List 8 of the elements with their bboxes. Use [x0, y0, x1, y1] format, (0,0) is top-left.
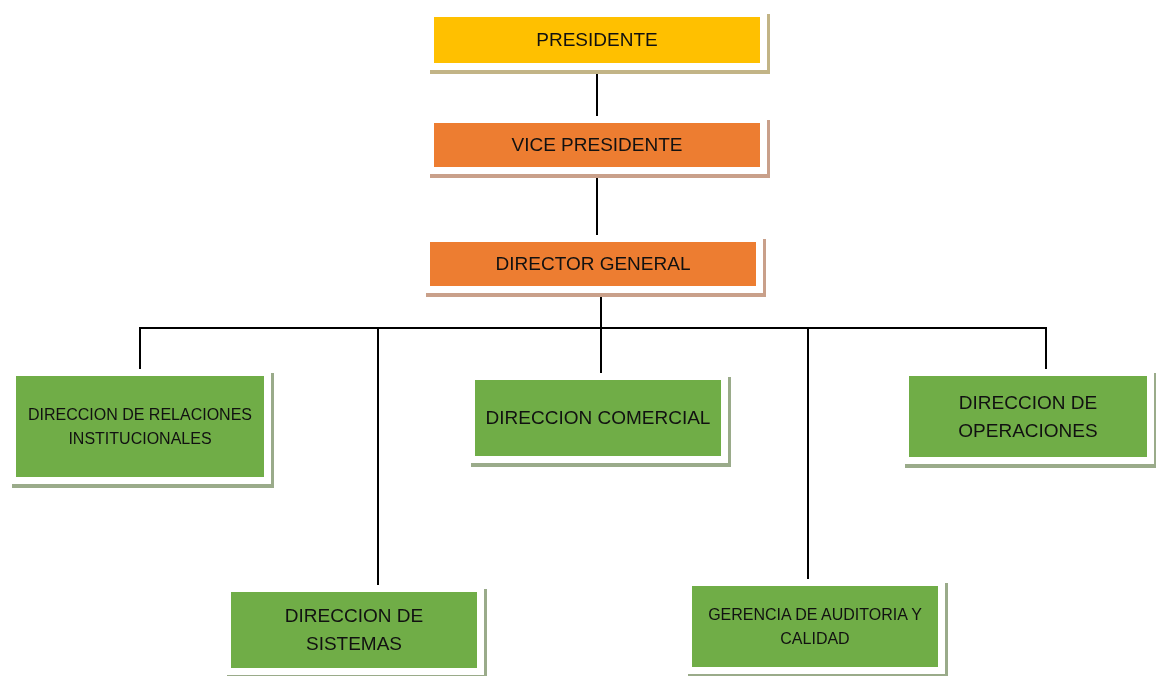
box-label: VICE PRESIDENTE: [510, 133, 684, 158]
box-label: DIRECCION DE RELACIONES INSTITUCIONALES: [26, 405, 253, 449]
box-label: DIRECTOR GENERAL: [494, 252, 692, 277]
box-label: GERENCIA DE AUDITORIA Y CALIDAD: [707, 605, 923, 649]
box-label: PRESIDENTE: [535, 28, 659, 53]
box-label: DIRECCION COMERCIAL: [484, 406, 712, 431]
box-label: DIRECCION DE OPERACIONES: [957, 390, 1099, 443]
box-label: DIRECCION DE SISTEMAS: [283, 604, 425, 656]
